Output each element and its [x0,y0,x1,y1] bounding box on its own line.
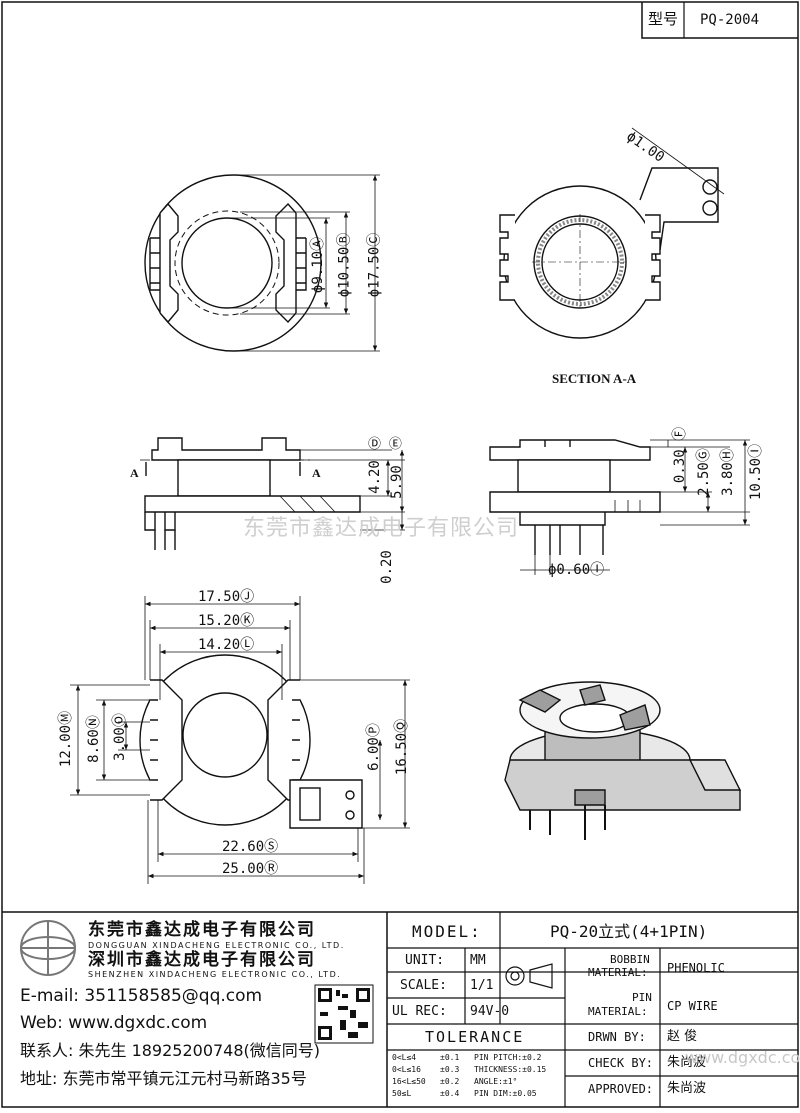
tb-drwn-value: 赵 俊 [667,1029,698,1044]
tol-range: 50≤L [392,1089,412,1098]
dim-pin: ϕ0.60Ⓘ [548,562,605,578]
dim-q: 16.50Ⓠ [394,718,411,776]
dim-f: 0.30 Ⓕ [672,426,689,484]
tb-scale-label: SCALE: [400,978,447,993]
company-name-2: 深圳市鑫达成电子有限公司 [88,950,316,970]
dim-c: ϕ17.50Ⓒ [366,232,383,298]
company-email: E-mail: 351158585@qq.com [20,986,263,1006]
top-view [144,174,380,352]
company-web: Web: www.dgxdc.com [20,1013,208,1033]
dim-o: 3.00Ⓞ [111,713,128,761]
dim-n: 8.60Ⓝ [85,715,102,763]
hidden-circle [174,210,280,316]
tol-value: ±0.2 [440,1077,460,1086]
section-view [499,127,725,339]
tag-d: Ⓓ Ⓔ [368,437,402,452]
tb-unit-value: MM [470,953,486,968]
core-hole-circle [181,217,273,309]
tol-value: ±0.1 [440,1053,460,1062]
tb-unit-label: UNIT: [405,953,445,968]
title-block-grid [2,911,798,1107]
company-en-1: DONGGUAN XINDACHENG ELECTRONIC CO., LTD. [88,941,345,950]
tol-item: ANGLE:±1° [474,1077,518,1086]
web-watermark: www.dgxdc.com [685,1048,800,1067]
side-view-1 [140,437,405,550]
tol-value: ±0.3 [440,1065,460,1074]
dim-a: ϕ9.10Ⓐ [310,236,327,294]
tb-ulrec-label: UL REC: [392,1004,447,1019]
tol-range: 16<L≤50 [392,1077,426,1086]
tb-bobbin-value: PHENOLIC [667,961,725,975]
side-view-2 [489,439,750,575]
model-code: PQ-2004 [700,12,760,28]
company-en-2: SHENZHEN XINDACHENG ELECTRONIC CO., LTD. [88,970,342,979]
dim-e: 5.90 [388,465,405,499]
dim-d: 4.20 [366,460,383,494]
isometric-view [504,681,742,840]
dim-gap: 0.20 [378,550,395,584]
tb-approved-value: 朱尚波 [667,1081,707,1096]
tol-item: PIN DIM:±0.05 [474,1089,537,1098]
watermark-text: 东莞市鑫达成电子有限公司 [243,516,520,541]
tb-pin-label-2: MATERIAL: [588,1005,648,1018]
dim-p: 6.00Ⓟ [365,723,382,771]
company-contact: 联系人: 朱先生 18925200748(微信同号) [20,1041,321,1060]
section-mark-right: A [312,466,321,480]
tol-item: THICKNESS:±0.15 [474,1065,547,1074]
tb-pin-label-1: PIN [632,991,652,1004]
tol-range: 0<L≤16 [392,1065,421,1074]
tol-range: 0<L≤4 [392,1053,417,1062]
model-label: 型号 [648,10,679,28]
dim-i: 10.50Ⓘ [748,443,765,501]
section-mark-left: A [130,466,139,480]
company-address: 地址: 东莞市常平镇元江元村马新路35号 [20,1069,307,1088]
tb-ulrec-value: 94V-0 [470,1004,510,1019]
tb-approved-label: APPROVED: [588,1082,654,1096]
tb-check-label: CHECK BY: [588,1056,654,1070]
dim-j: 17.50Ⓙ [198,589,255,605]
header-box [641,2,798,39]
qr-code [314,984,374,1044]
dim-h: 3.80Ⓗ [719,448,736,496]
dim-m: 12.00Ⓜ [58,710,75,768]
bottom-view [70,596,410,884]
tb-bobbin-label-2: MATERIAL: [588,966,648,979]
tb-scale-value: 1/1 [470,978,494,993]
tb-model-label: MODEL: [412,922,482,941]
dim-l: 14.20Ⓛ [198,637,255,653]
tb-check-value: 朱尚波 [667,1055,707,1070]
company-logo [20,920,76,976]
dim-b: ϕ10.50Ⓑ [336,232,353,298]
tb-bobbin-label-1: BOBBIN [610,953,650,966]
tb-tolerance-label: TOLERANCE [425,1028,525,1046]
dim-g: 2.50Ⓖ [695,448,712,496]
company-name-1: 东莞市鑫达成电子有限公司 [88,920,316,940]
tb-model-value: PQ-20立式(4+1PIN) [550,922,708,941]
dim-k: 15.20Ⓚ [198,613,255,629]
tb-pin-value: CP WIRE [667,999,718,1013]
tol-value: ±0.4 [440,1089,460,1098]
dim-r: 25.00Ⓡ [222,861,279,877]
section-label: SECTION A-A [552,371,637,386]
dim-s: 22.60Ⓢ [222,839,279,855]
tb-drwn-label: DRWN BY: [588,1030,646,1044]
tol-item: PIN PITCH:±0.2 [474,1053,542,1062]
